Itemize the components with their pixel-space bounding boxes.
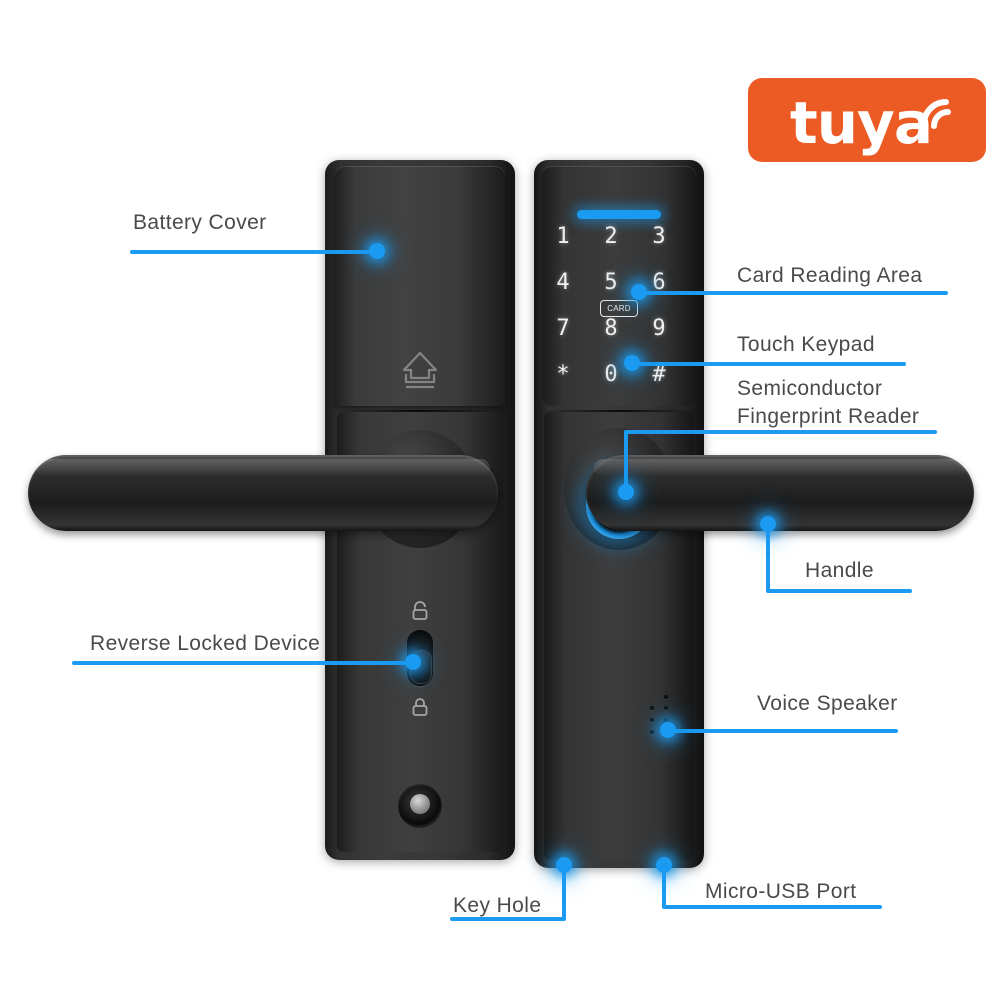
key-star[interactable]: * bbox=[556, 362, 570, 387]
hotspot-battery-cover bbox=[369, 243, 385, 259]
key-9[interactable]: 9 bbox=[652, 316, 666, 341]
handle-highlight bbox=[594, 459, 966, 477]
leader-line-reverse-locked-device bbox=[72, 661, 412, 665]
panel-seam bbox=[540, 410, 698, 413]
callout-label-reverse-locked-device: Reverse Locked Device bbox=[90, 632, 321, 655]
callout-label-handle: Handle bbox=[805, 559, 874, 582]
leader-line-handle-horizontal bbox=[766, 589, 912, 593]
keypad-row: 4 5 6 bbox=[546, 270, 676, 295]
key-2[interactable]: 2 bbox=[604, 224, 618, 249]
leader-line-touch-keypad bbox=[634, 362, 906, 366]
key-8[interactable]: 8 bbox=[604, 316, 618, 341]
touch-keypad-panel[interactable] bbox=[542, 166, 696, 406]
keypad-keys[interactable]: 1 2 3 4 5 6 7 8 9 * 0 # bbox=[546, 224, 676, 408]
leader-line-key-hole-horizontal bbox=[450, 917, 566, 921]
key-3[interactable]: 3 bbox=[652, 224, 666, 249]
hotspot-card-reading-area bbox=[631, 284, 647, 300]
callout-label-key-hole: Key Hole bbox=[453, 894, 542, 917]
callout-label-fingerprint-line1: Semiconductor bbox=[737, 377, 883, 400]
back-handle bbox=[28, 455, 498, 531]
status-light-bar bbox=[577, 210, 661, 219]
leader-line-micro-usb-vertical bbox=[662, 865, 666, 908]
hotspot-fingerprint-reader bbox=[618, 484, 634, 500]
leader-line-card-reading-area bbox=[637, 291, 948, 295]
front-handle bbox=[586, 455, 974, 531]
panel-seam bbox=[331, 410, 509, 413]
key-4[interactable]: 4 bbox=[556, 270, 570, 295]
wifi-arc-icon bbox=[921, 99, 951, 129]
key-cylinder-icon bbox=[410, 794, 430, 814]
battery-cover bbox=[335, 166, 505, 406]
hotspot-touch-keypad bbox=[624, 355, 640, 371]
open-cover-arrow-icon bbox=[402, 351, 438, 389]
padlock-open-icon bbox=[412, 601, 428, 620]
callout-label-voice-speaker: Voice Speaker bbox=[757, 692, 898, 715]
callout-label-touch-keypad: Touch Keypad bbox=[737, 333, 875, 356]
tuya-logo-text: tuya bbox=[790, 89, 933, 157]
key-hash[interactable]: # bbox=[652, 362, 666, 387]
key-1[interactable]: 1 bbox=[556, 224, 570, 249]
leader-line-battery-cover bbox=[130, 250, 375, 254]
leader-line-handle-vertical bbox=[766, 524, 770, 592]
key-6[interactable]: 6 bbox=[652, 270, 666, 295]
speaker-holes-icon bbox=[642, 695, 682, 741]
leader-line-voice-speaker bbox=[668, 729, 898, 733]
padlock-closed-icon bbox=[412, 698, 428, 716]
hotspot-voice-speaker bbox=[660, 722, 676, 738]
card-reading-area-badge[interactable]: CARD bbox=[600, 300, 638, 317]
keypad-row: 1 2 3 bbox=[546, 224, 676, 249]
leader-line-micro-usb-horizontal bbox=[662, 905, 882, 909]
leader-line-fingerprint-horizontal bbox=[624, 430, 937, 434]
tuya-logo-badge: tuya bbox=[748, 78, 986, 162]
callout-label-battery-cover: Battery Cover bbox=[133, 211, 267, 234]
key-5[interactable]: 5 bbox=[604, 270, 618, 295]
leader-line-fingerprint-vertical bbox=[624, 430, 628, 492]
key-0[interactable]: 0 bbox=[604, 362, 618, 387]
callout-label-fingerprint-line2: Fingerprint Reader bbox=[737, 405, 920, 428]
hotspot-reverse-locked-device bbox=[405, 654, 421, 670]
keypad-row: 7 8 9 bbox=[546, 316, 676, 341]
leader-line-key-hole-vertical bbox=[562, 865, 566, 920]
callout-label-micro-usb-port: Micro-USB Port bbox=[705, 880, 857, 903]
key-7[interactable]: 7 bbox=[556, 316, 570, 341]
keypad-row: * 0 # bbox=[546, 362, 676, 387]
handle-highlight bbox=[36, 459, 490, 477]
tuya-logo-wordmark-wrap: tuya bbox=[748, 78, 986, 162]
callout-label-card-reading-area: Card Reading Area bbox=[737, 264, 923, 287]
key-hole bbox=[398, 784, 442, 828]
